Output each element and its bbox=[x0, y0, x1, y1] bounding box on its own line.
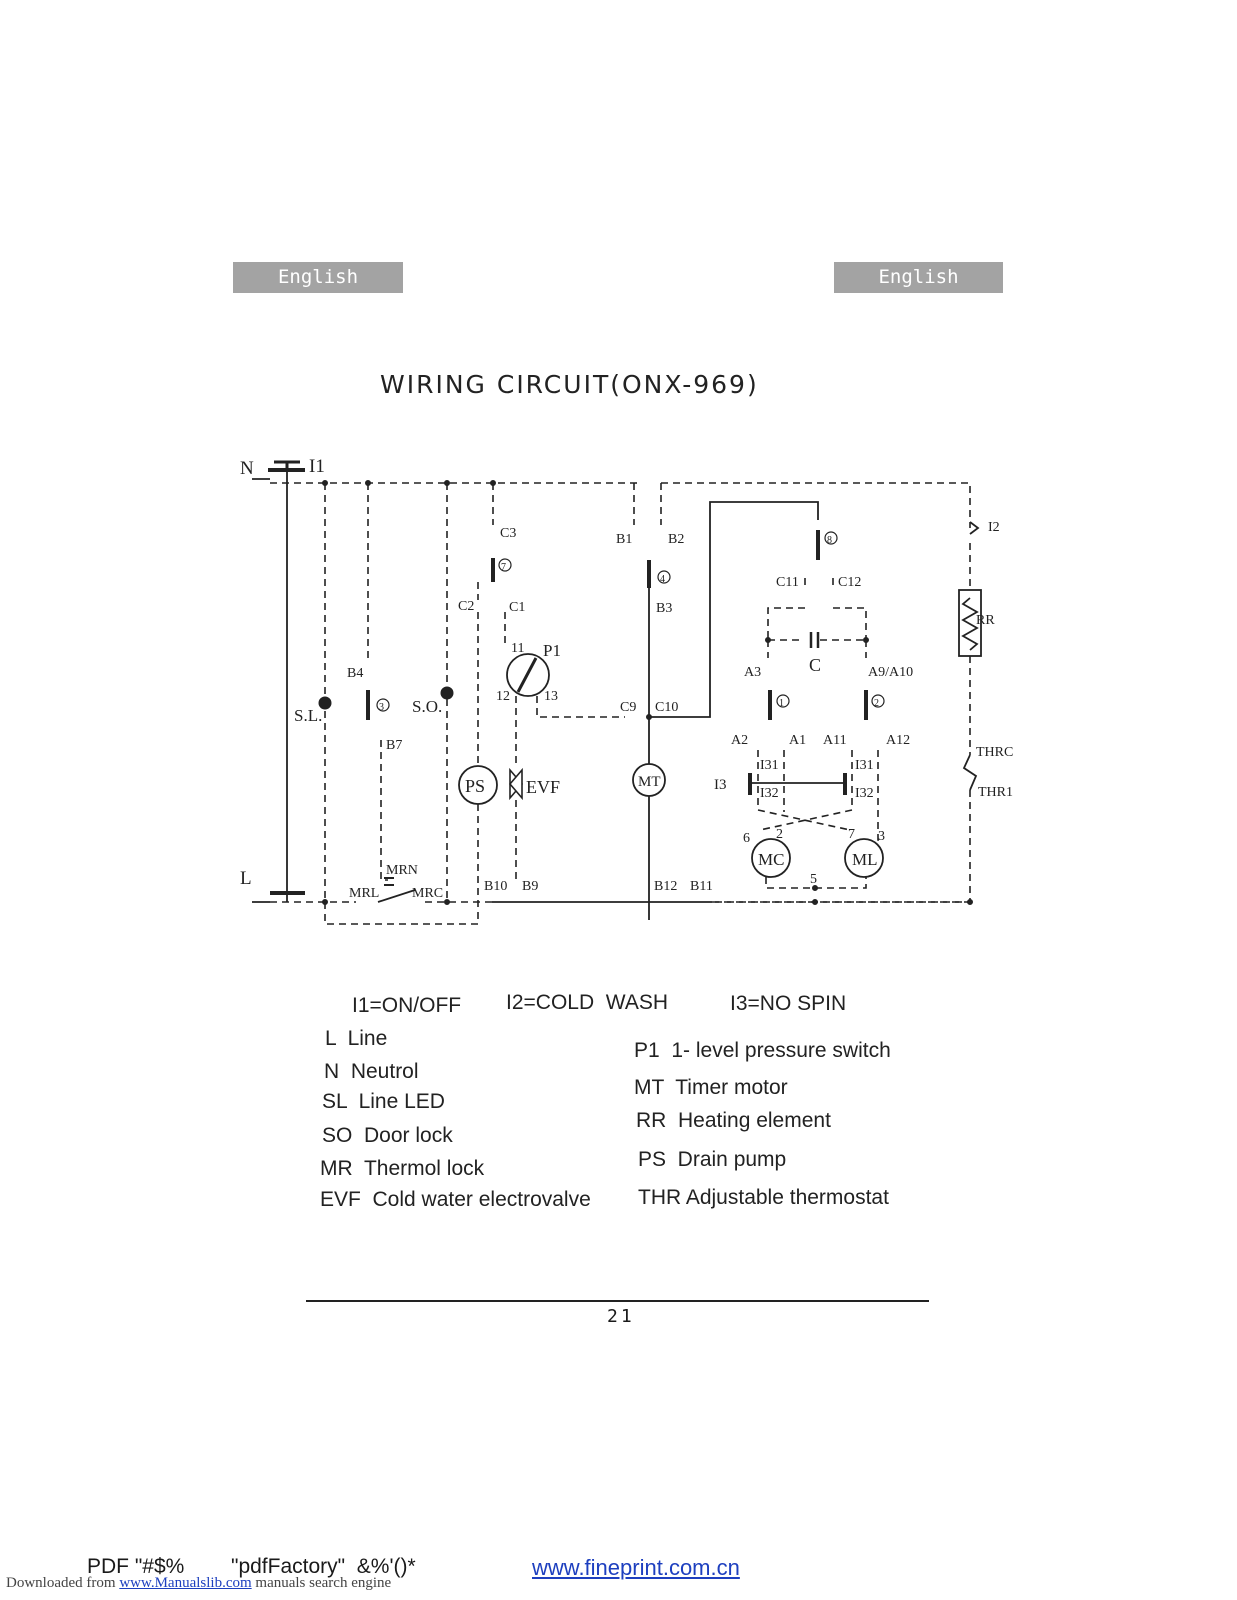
downloaded-prefix: Downloaded from bbox=[6, 1575, 120, 1591]
label-i1: I1 bbox=[309, 456, 325, 477]
label-motor-5: 5 bbox=[810, 872, 817, 887]
legend-sl: SL Line LED bbox=[322, 1090, 445, 1113]
label-i2: I2 bbox=[988, 520, 1000, 535]
label-rr: RR bbox=[976, 613, 995, 628]
pdffactory-credit: PDF "#$% "pdfFactory" &%'()* bbox=[87, 1555, 416, 1578]
label-capacitor: C bbox=[809, 655, 821, 675]
label-sl: S.L. bbox=[294, 706, 322, 725]
label-mrl: MRL bbox=[349, 886, 379, 901]
label-switch-2: 2 bbox=[874, 698, 879, 709]
label-thrc: THRC bbox=[976, 745, 1013, 760]
label-switch-4: 4 bbox=[660, 574, 665, 585]
legend-so: SO Door lock bbox=[322, 1124, 453, 1147]
label-mc: MC bbox=[758, 850, 784, 869]
label-b10: B10 bbox=[484, 879, 507, 894]
footer-rule bbox=[306, 1300, 929, 1302]
label-l: L bbox=[240, 868, 252, 889]
label-switch-8: 8 bbox=[827, 535, 832, 546]
label-a1: A1 bbox=[789, 733, 806, 748]
label-a2: A2 bbox=[731, 733, 748, 748]
legend-i1: I1=ON/OFF bbox=[352, 994, 462, 1017]
label-switch-7: 7 bbox=[501, 562, 506, 573]
label-c1: C1 bbox=[509, 600, 525, 615]
label-i32-left: I32 bbox=[760, 786, 779, 801]
legend-rr: RR Heating element bbox=[636, 1109, 831, 1132]
language-tab-right: English bbox=[834, 262, 1003, 293]
label-b12: B12 bbox=[654, 879, 677, 894]
label-i32-right: I32 bbox=[855, 786, 874, 801]
page-title: WIRING CIRCUIT(ONX-969) bbox=[380, 370, 759, 399]
label-b7: B7 bbox=[386, 738, 402, 753]
legend-thr: THR Adjustable thermostat bbox=[638, 1186, 889, 1209]
label-motor-6: 6 bbox=[743, 831, 750, 846]
label-a3: A3 bbox=[744, 665, 761, 680]
label-b3: B3 bbox=[656, 601, 672, 616]
label-motor-7: 7 bbox=[848, 827, 855, 842]
label-mrn: MRN bbox=[386, 863, 418, 878]
label-ml: ML bbox=[852, 850, 878, 869]
label-motor-3: 3 bbox=[878, 829, 885, 844]
legend-ps: PS Drain pump bbox=[638, 1148, 787, 1171]
label-p1-13: 13 bbox=[544, 689, 558, 704]
label-a11: A11 bbox=[823, 733, 847, 748]
legend-l: L Line bbox=[325, 1027, 388, 1050]
legend-i3: I3=NO SPIN bbox=[730, 992, 847, 1015]
language-tab-left: English bbox=[233, 262, 403, 293]
label-p1-11: 11 bbox=[511, 641, 524, 656]
label-p1: P1 bbox=[543, 641, 561, 660]
label-p1-12: 12 bbox=[496, 689, 510, 704]
legend-mr: MR Thermol lock bbox=[320, 1157, 485, 1180]
downloaded-from-line: Downloaded from www.Manualslib.com manua… bbox=[6, 1575, 391, 1592]
label-ps: PS bbox=[465, 776, 485, 796]
manualslib-link[interactable]: www.Manualslib.com bbox=[119, 1575, 252, 1591]
label-mrc: MRC bbox=[412, 886, 443, 901]
label-b11: B11 bbox=[690, 879, 713, 894]
legend-p1: P1 1- level pressure switch bbox=[634, 1039, 891, 1062]
label-thr1: THR1 bbox=[978, 785, 1013, 800]
label-n: N bbox=[240, 458, 254, 479]
label-a12: A12 bbox=[886, 733, 910, 748]
wiring-diagram: N L I1 I2 I3 S.L. S.O. C3 C2 C1 C9 C10 C… bbox=[240, 456, 1013, 925]
legend-i2: I2=COLD WASH bbox=[506, 991, 669, 1014]
legend-mt: MT Timer motor bbox=[634, 1076, 788, 1099]
label-c10: C10 bbox=[655, 700, 678, 715]
label-c12: C12 bbox=[838, 575, 861, 590]
label-switch-1: 1 bbox=[779, 698, 784, 709]
label-c3: C3 bbox=[500, 526, 516, 541]
label-so: S.O. bbox=[412, 697, 442, 716]
label-i31-left: I31 bbox=[760, 758, 779, 773]
downloaded-suffix: manuals search engine bbox=[251, 1575, 392, 1591]
label-c2: C2 bbox=[458, 599, 474, 614]
label-i3: I3 bbox=[714, 777, 727, 793]
label-evf: EVF bbox=[526, 777, 560, 797]
label-b9: B9 bbox=[522, 879, 538, 894]
label-a9a10: A9/A10 bbox=[868, 665, 913, 680]
legend-n: N Neutrol bbox=[324, 1060, 419, 1083]
label-b1: B1 bbox=[616, 532, 632, 547]
label-c11: C11 bbox=[776, 575, 799, 590]
label-i31-right: I31 bbox=[855, 758, 874, 773]
label-motor-2: 2 bbox=[776, 827, 783, 842]
label-c9: C9 bbox=[620, 700, 636, 715]
legend-evf: EVF Cold water electrovalve bbox=[320, 1188, 591, 1211]
label-b4: B4 bbox=[347, 666, 363, 681]
label-b2: B2 bbox=[668, 532, 684, 547]
label-switch-3: 3 bbox=[379, 702, 384, 713]
page-number: 21 bbox=[607, 1306, 635, 1327]
label-mt: MT bbox=[638, 774, 661, 790]
fineprint-link[interactable]: www.fineprint.com.cn bbox=[532, 1555, 740, 1580]
